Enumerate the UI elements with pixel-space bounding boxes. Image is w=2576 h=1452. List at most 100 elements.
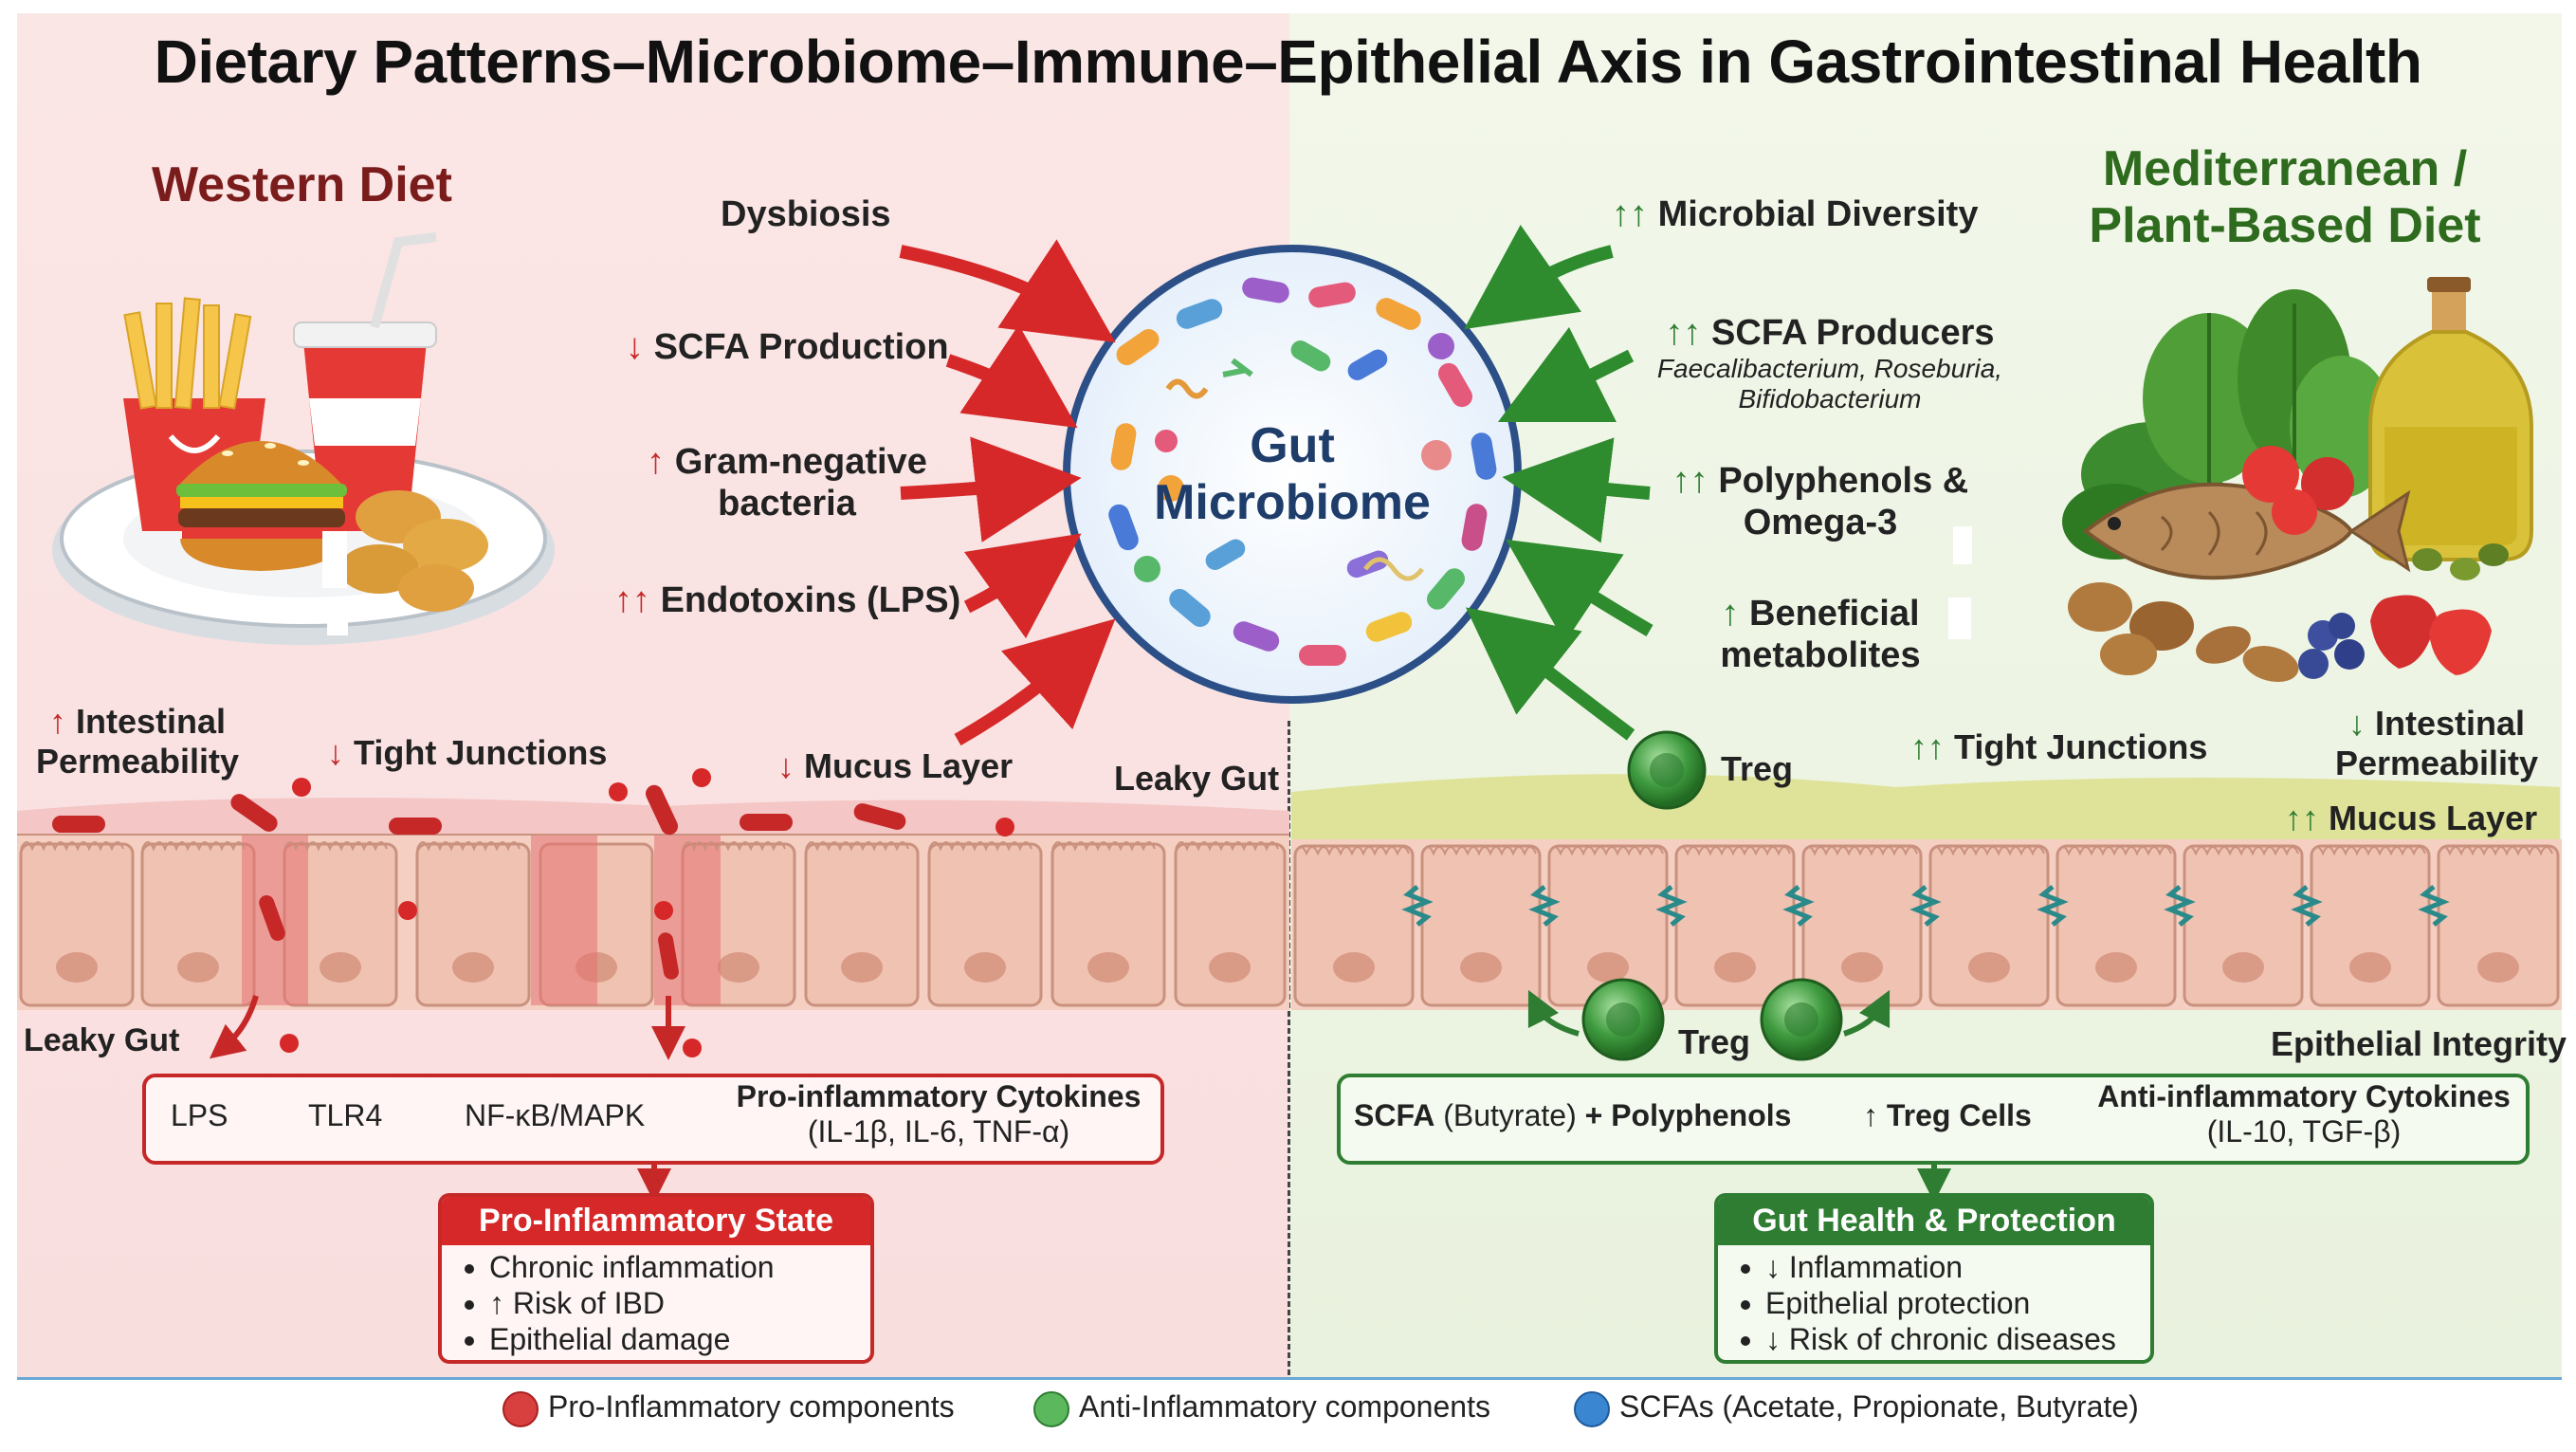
mediterranean-heading-line1: Mediterranean / [2102, 141, 2468, 196]
state-item: Epithelial protection [1765, 1285, 2131, 1321]
state-item: Epithelial damage [489, 1321, 851, 1357]
epithelial-integrity-label: Epithelial Integrity [2271, 1024, 2567, 1063]
gut-health-protection-title: Gut Health & Protection [1718, 1197, 2150, 1245]
metabolites-text: metabolites [1720, 635, 1921, 675]
scfa-producers-text: SCFA Producers [1711, 313, 1995, 353]
omega-3-text: Omega-3 [1743, 503, 1898, 542]
mucus-layer-text: Mucus Layer [804, 746, 1014, 785]
gut-microbiome-line1: Gut [1250, 418, 1335, 473]
tight-junctions-up-label: ↑↑ Tight Junctions [1910, 727, 2207, 767]
decrease-arrow-icon: ↓ [327, 733, 344, 772]
legend: Pro-Inflammatory components Anti-Inflamm… [502, 1389, 2171, 1437]
mediterranean-pathway-box [1337, 1074, 2530, 1165]
decrease-arrow-icon: ↓ [777, 746, 795, 785]
blue-circle-icon [1574, 1390, 1610, 1427]
anti-inflammatory-cytokines-list: (IL-10, TGF-β) [2206, 1114, 2402, 1149]
tight-junctions-text: Tight Junctions [354, 733, 608, 772]
legend-item-scfas: SCFAs (Acetate, Propionate, Butyrate) [1574, 1389, 2139, 1427]
pathway-scfa: SCFA [1354, 1098, 1435, 1132]
treg-cell-icon [1760, 978, 1843, 1061]
bacteria-icons [1108, 277, 1497, 666]
gut-health-protection-box: Gut Health & Protection ↓ Inflammation E… [1714, 1193, 2154, 1364]
anti-inflammatory-cytokines: Anti-inflammatory Cytokines (IL-10, TGF-… [2095, 1079, 2512, 1149]
western-influence-arrows [899, 239, 1116, 746]
legend-item-pro-inflammatory: Pro-Inflammatory components [502, 1389, 955, 1427]
mucus-layer-down-label: ↓ Mucus Layer [777, 746, 1013, 786]
legend-label: Anti-Inflammatory components [1079, 1389, 1490, 1424]
increase-arrow-icon: ↑ [48, 702, 66, 741]
intestinal-text: Intestinal [2374, 704, 2526, 743]
pathway-scfa-polyphenols: SCFA (Butyrate) + Polyphenols [1354, 1098, 1791, 1133]
scfa-producers-label: ↑↑ SCFA Producers Faecalibacterium, Rose… [1631, 313, 2029, 414]
pro-inflammatory-cytokines: Pro-inflammatory Cytokines (IL-1β, IL-6,… [730, 1079, 1147, 1149]
double-increase-arrow-icon: ↑↑ [2285, 799, 2319, 837]
page-title: Dietary Patterns–Microbiome–Immune–Epith… [154, 28, 2422, 96]
legend-item-anti-inflammatory: Anti-Inflammatory components [1033, 1389, 1490, 1427]
bottom-rule [17, 1377, 2562, 1380]
state-item: ↓ Inflammation [1765, 1249, 2131, 1285]
mediterranean-influence-arrows [1464, 225, 1653, 741]
microbial-diversity-label: ↑↑ Microbial Diversity [1612, 194, 1978, 235]
double-increase-arrow-icon: ↑↑ [1672, 461, 1708, 501]
mucus-layer-up-label: ↑↑ Mucus Layer [2285, 799, 2537, 838]
intestinal-permeability-up-label: ↑ Intestinal Permeability [19, 702, 256, 781]
polyphenols-label: ↑↑ Polyphenols & Omega-3 [1659, 460, 1982, 543]
beneficial-text: Beneficial [1749, 594, 1920, 634]
state-item: ↑ Risk of IBD [489, 1285, 851, 1321]
pro-inflammatory-cytokines-title: Pro-inflammatory Cytokines [736, 1079, 1142, 1113]
pathway-lps: LPS [171, 1098, 228, 1132]
western-diet-heading: Western Diet [152, 157, 452, 212]
leaky-gut-bottom-label: Leaky Gut [24, 1022, 180, 1058]
pathway-tlr4: TLR4 [308, 1098, 383, 1132]
dysbiosis-text: Dysbiosis [721, 194, 891, 234]
state-item: Chronic inflammation [489, 1249, 851, 1285]
gram-negative-text-line2: bacteria [718, 484, 856, 524]
beneficial-metabolites-label: ↑ Beneficial metabolites [1688, 593, 1953, 676]
state-item: ↓ Risk of chronic diseases [1765, 1321, 2131, 1357]
gram-negative-text: Gram-negative [674, 442, 927, 482]
decrease-arrow-icon: ↓ [626, 327, 644, 367]
pro-inflammatory-state-list: Chronic inflammation ↑ Risk of IBD Epith… [442, 1245, 870, 1360]
intestinal-permeability-down-label: ↓ Intestinal Permeability [2313, 704, 2560, 783]
dysbiosis-label: Dysbiosis [721, 194, 891, 235]
western-epithelium [17, 768, 1289, 1060]
gut-health-protection-list: ↓ Inflammation Epithelial protection ↓ R… [1718, 1245, 2150, 1360]
permeability-text: Permeability [2334, 744, 2539, 782]
gut-microbiome-line2: Microbiome [1154, 475, 1431, 530]
endotoxins-text: Endotoxins (LPS) [660, 580, 961, 620]
red-circle-icon [502, 1390, 539, 1427]
pro-inflammatory-cytokines-list: (IL-1β, IL-6, TNF-α) [807, 1114, 1070, 1149]
pathway-butyrate: (Butyrate) [1443, 1098, 1577, 1132]
increase-arrow-icon: ↑ [647, 442, 666, 482]
fast-food-plate-icon [52, 232, 555, 645]
double-increase-arrow-icon: ↑↑ [1612, 194, 1648, 234]
double-increase-arrow-icon: ↑↑ [614, 580, 650, 620]
treg-top-label: Treg [1721, 749, 1794, 788]
tight-junctions-text: Tight Junctions [1954, 727, 2208, 766]
treg-cell-icon [1581, 978, 1665, 1061]
treg-bottom-label: Treg [1678, 1022, 1751, 1061]
treg-cell-icon [1627, 730, 1707, 810]
scfa-producers-species-2: Bifidobacterium [1738, 384, 1922, 414]
western-pathway-box [142, 1074, 1164, 1165]
scfa-producers-species-1: Faecalibacterium, Roseburia, [1656, 354, 2003, 383]
pro-inflammatory-state-box: Pro-Inflammatory State Chronic inflammat… [438, 1193, 874, 1364]
pathway-treg-cells: ↑ Treg Cells [1863, 1098, 2032, 1132]
polyphenols-text: Polyphenols & [1718, 461, 1969, 501]
tight-junctions-down-label: ↓ Tight Junctions [327, 733, 607, 773]
gut-microbiome-label: Gut Microbiome [1103, 417, 1482, 531]
leaky-gut-top-label: Leaky Gut [1114, 759, 1280, 798]
legend-label: SCFAs (Acetate, Propionate, Butyrate) [1619, 1389, 2139, 1424]
double-increase-arrow-icon: ↑↑ [1910, 727, 1945, 766]
legend-label: Pro-Inflammatory components [548, 1389, 955, 1424]
pathway-polyphenols: + Polyphenols [1584, 1098, 1792, 1132]
pathway-nfkb-mapk: NF-κB/MAPK [465, 1098, 646, 1132]
mediterranean-heading: Mediterranean / Plant-Based Diet [2038, 140, 2531, 254]
mediterranean-food-icon [1948, 277, 2533, 683]
gram-negative-label: ↑ Gram-negative bacteria [645, 441, 929, 524]
double-increase-arrow-icon: ↑↑ [1665, 313, 1702, 353]
endotoxins-label: ↑↑ Endotoxins (LPS) [614, 580, 960, 621]
divider-line [1288, 721, 1290, 1375]
intestinal-text: Intestinal [75, 702, 227, 741]
